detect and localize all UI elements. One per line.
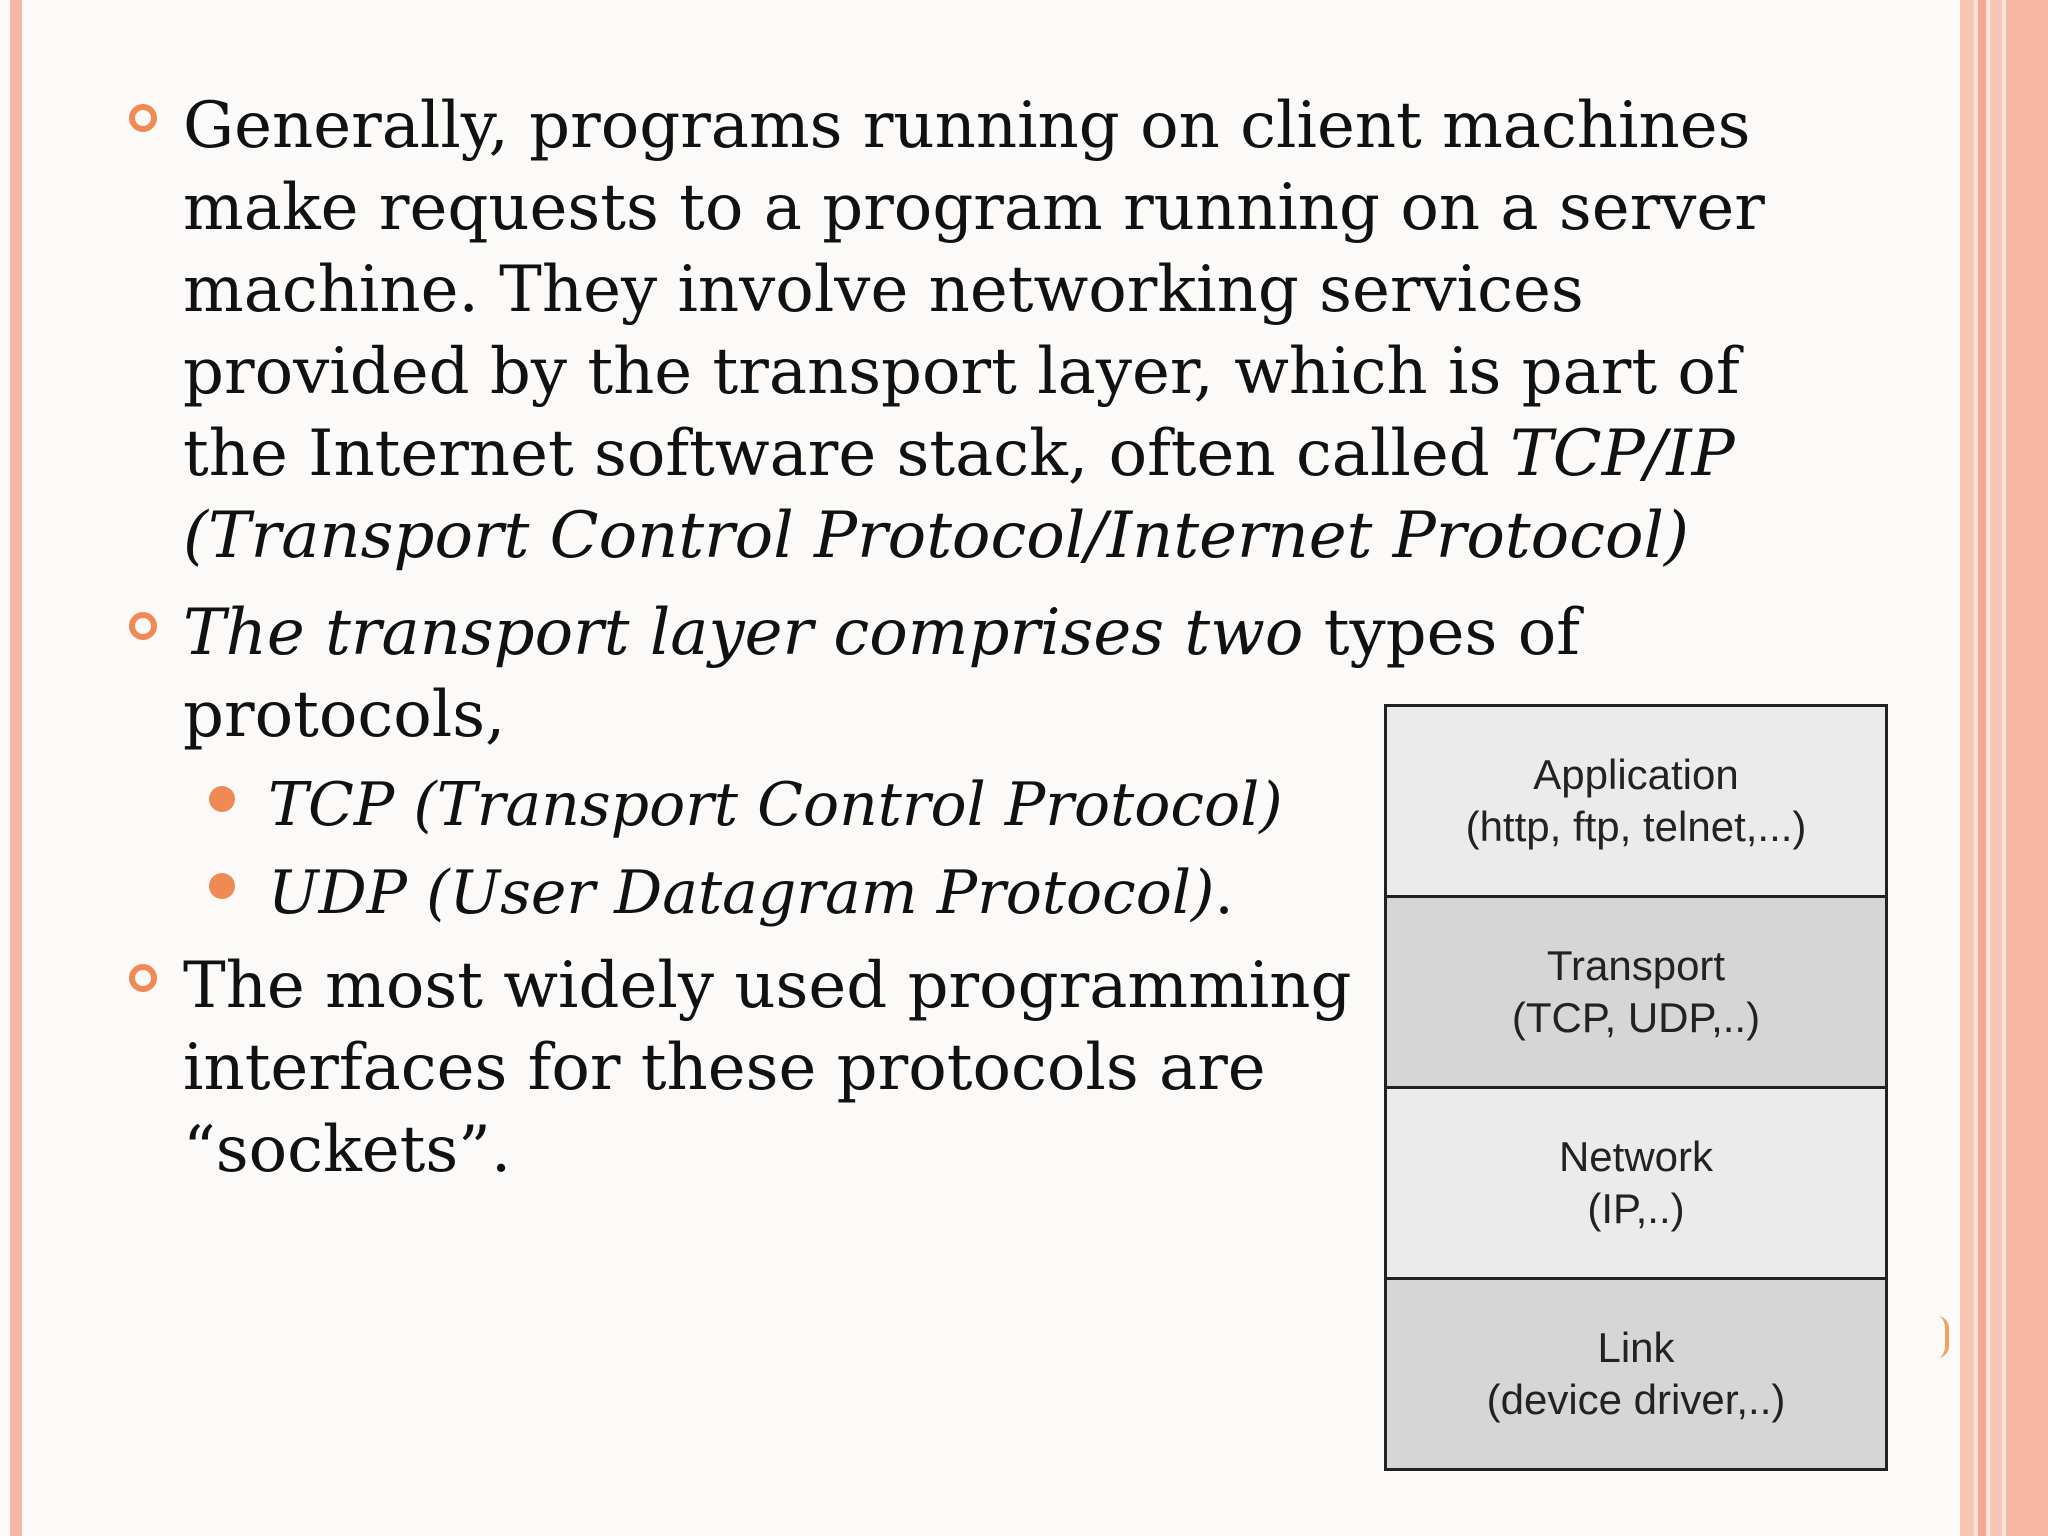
bullet-text-transport-intro: Generally, programs running on client ma…: [183, 85, 1765, 577]
bullet-ring-icon: [129, 964, 157, 992]
sub-bullet-udp: UDP (User Datagram Protocol).: [268, 850, 1234, 936]
text-line: TCP (Transport Control Protocol): [268, 762, 1283, 848]
text-run: “sockets”.: [183, 1113, 512, 1187]
text-line: provided by the transport layer, which i…: [183, 331, 1765, 413]
italic-text-run: The transport layer comprises two: [183, 596, 1304, 670]
stack-layer-transport: Transport (TCP, UDP,..): [1387, 895, 1885, 1086]
text-run: make requests to a program running on a …: [183, 171, 1765, 245]
stack-layer-detail: (http, ftp, telnet,...): [1465, 803, 1807, 850]
text-run: machine. They involve networking service…: [183, 253, 1584, 327]
stack-layer-name: Application: [1533, 751, 1739, 798]
text-run: the Internet software stack, often calle…: [183, 417, 1511, 491]
text-line: The most widely used programming: [183, 945, 1351, 1027]
stack-layer-name: Transport: [1546, 942, 1726, 989]
text-run: Generally, programs running on client ma…: [183, 89, 1751, 163]
text-line: (Transport Control Protocol/Internet Pro…: [183, 495, 1765, 577]
text-run: .: [1214, 858, 1234, 928]
bullet-text-sockets: The most widely used programming interfac…: [183, 945, 1351, 1191]
text-line: interfaces for these protocols are: [183, 1027, 1351, 1109]
italic-text-run: (Transport Control Protocol/Internet Pro…: [183, 499, 1689, 573]
protocol-stack-diagram: Application (http, ftp, telnet,...) Transp…: [1384, 704, 1888, 1471]
right-border-stripe: [1974, 0, 1978, 1536]
sub-bullet-dot-icon: [209, 786, 235, 812]
stack-layer-detail: (TCP, UDP,..): [1511, 994, 1761, 1041]
text-line: Generally, programs running on client ma…: [183, 85, 1765, 167]
left-border-stripe: [10, 0, 22, 1536]
decorative-arc: [1937, 1316, 1949, 1358]
stack-layer-application: Application (http, ftp, telnet,...): [1387, 707, 1885, 895]
right-border-stripe: [1960, 0, 1974, 1536]
right-border-stripe: [1986, 0, 1990, 1536]
bullet-ring-icon: [129, 104, 157, 132]
bullet-text-protocol-types: The transport layer comprises two types …: [183, 592, 1580, 756]
stack-layer-name: Link: [1597, 1324, 1675, 1371]
italic-text-run: TCP/IP: [1510, 417, 1735, 491]
italic-text-run: UDP (User Datagram Protocol): [268, 858, 1215, 928]
text-line: machine. They involve networking service…: [183, 249, 1765, 331]
text-line: make requests to a program running on a …: [183, 167, 1765, 249]
text-line: UDP (User Datagram Protocol).: [268, 850, 1234, 936]
stack-layer-detail: (IP,..): [1587, 1185, 1685, 1232]
stack-layer-name: Network: [1558, 1133, 1714, 1180]
stack-layer-detail: (device driver,..): [1486, 1376, 1786, 1423]
right-border-stripe: [1978, 0, 1986, 1536]
text-run: provided by the transport layer, which i…: [183, 335, 1740, 409]
text-line: The transport layer comprises two types …: [183, 592, 1580, 674]
right-border-stripe: [2006, 0, 2048, 1536]
text-line: “sockets”.: [183, 1109, 1351, 1191]
right-border-stripe: [2002, 0, 2006, 1536]
text-line: protocols,: [183, 674, 1580, 756]
sub-bullet-tcp: TCP (Transport Control Protocol): [268, 762, 1283, 848]
text-run: types of: [1303, 596, 1580, 670]
stack-layer-link: Link (device driver,..): [1387, 1277, 1885, 1468]
bullet-ring-icon: [129, 612, 157, 640]
stack-layer-network: Network (IP,..): [1387, 1086, 1885, 1277]
text-run: interfaces for these protocols are: [183, 1031, 1266, 1105]
sub-bullet-dot-icon: [209, 873, 235, 899]
italic-text-run: TCP (Transport Control Protocol): [268, 770, 1283, 840]
text-run: The most widely used programming: [183, 949, 1352, 1023]
text-run: protocols,: [183, 678, 506, 752]
right-border-stripe: [1990, 0, 2002, 1536]
text-line: the Internet software stack, often calle…: [183, 413, 1765, 495]
